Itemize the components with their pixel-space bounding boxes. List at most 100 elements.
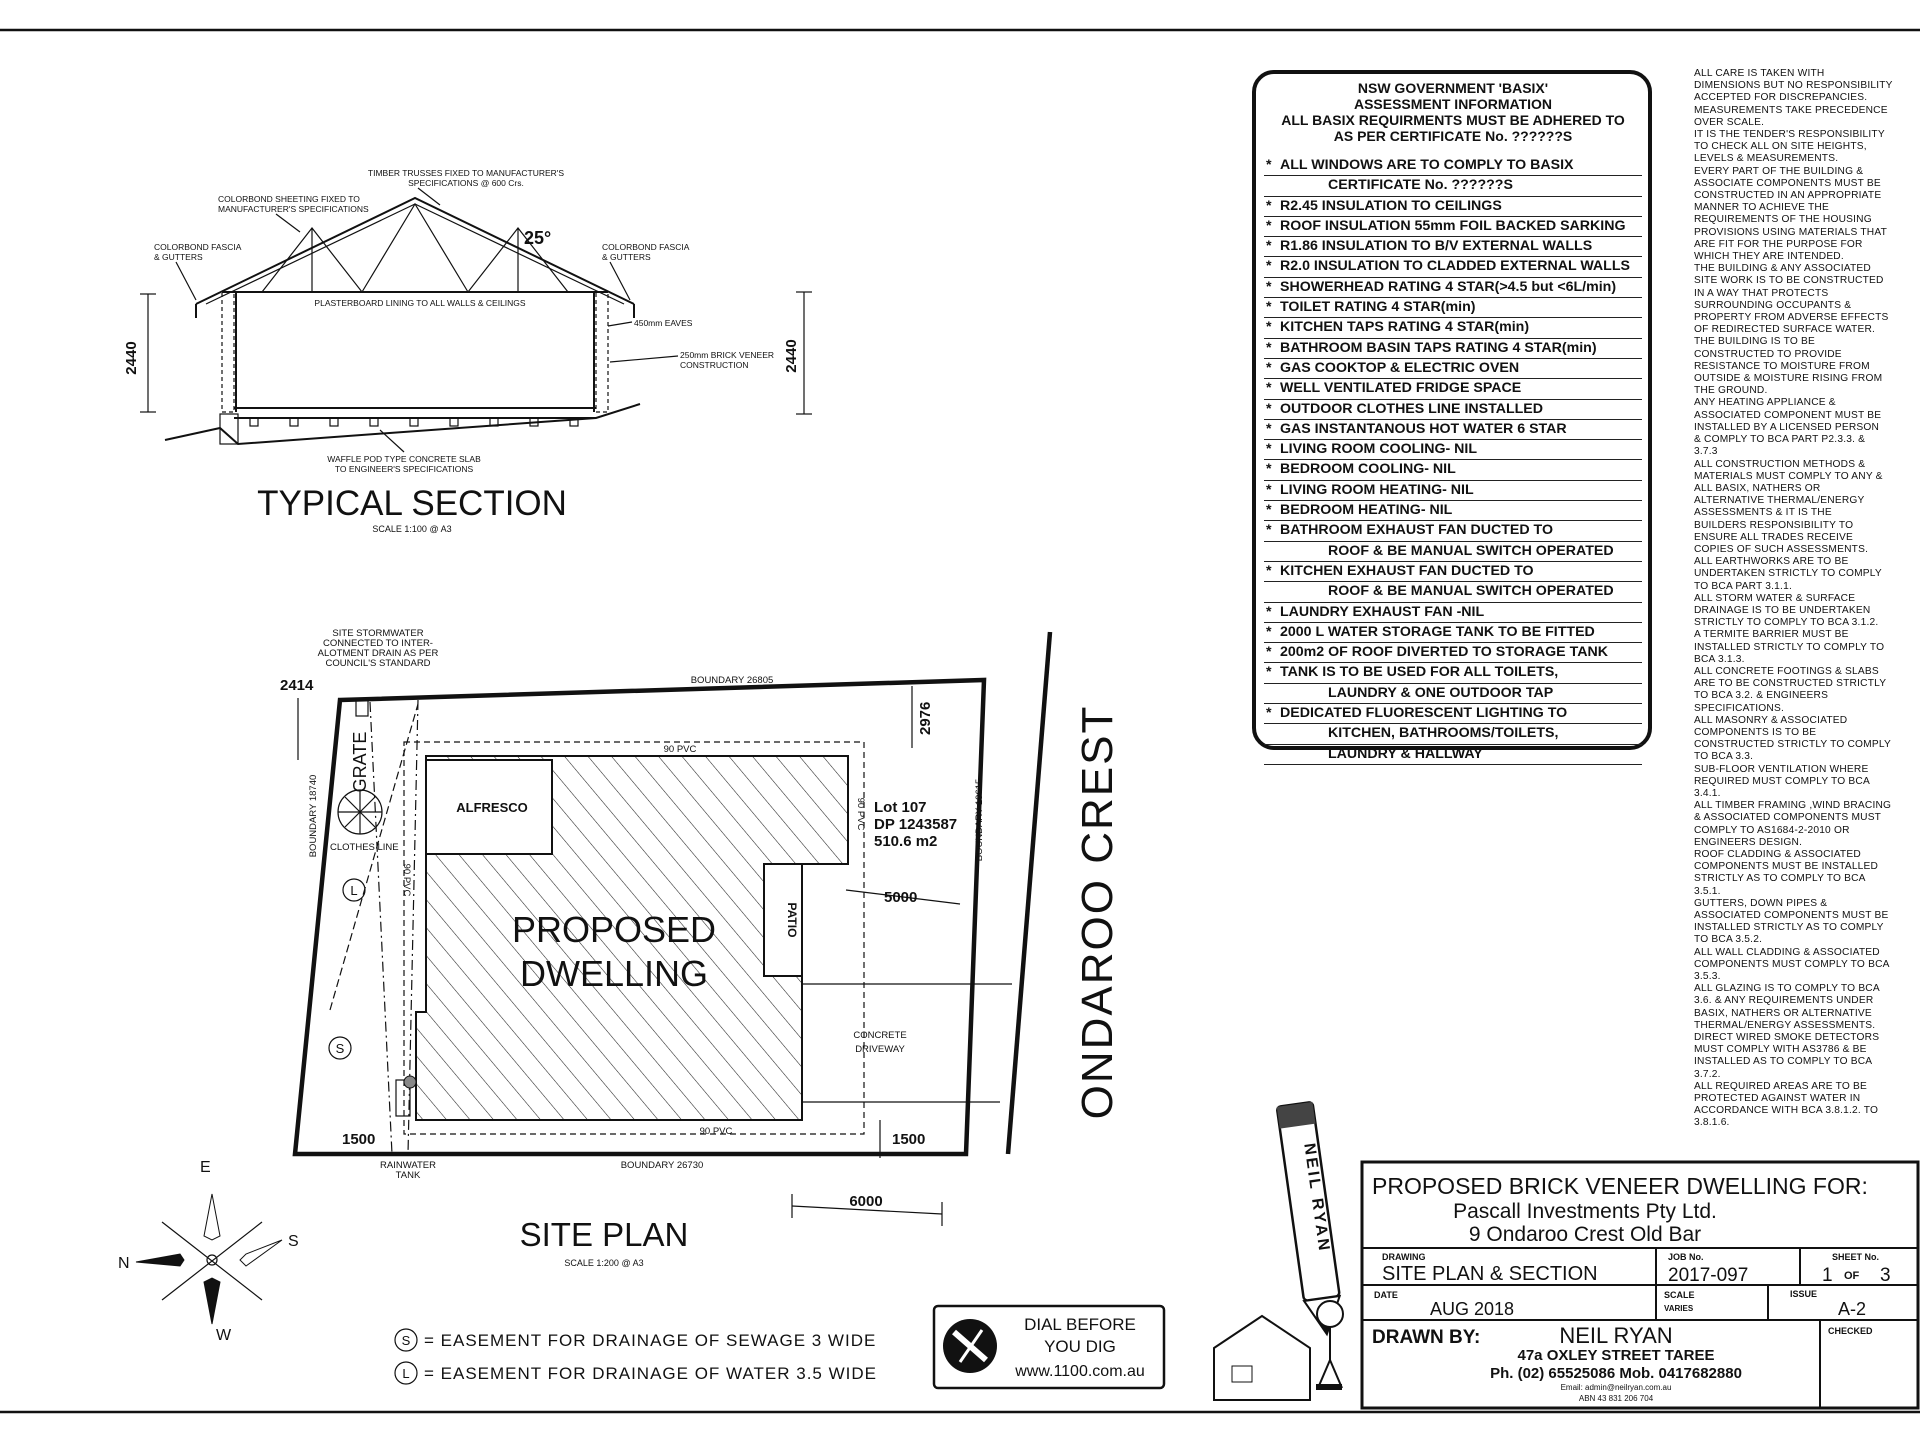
street-name: ONDAROO CREST — [1073, 705, 1122, 1120]
basix-item-text: BATHROOM BASIN TAPS RATING 4 STAR(min) — [1280, 339, 1597, 356]
svg-text:ALOTMENT DRAIN AS PER: ALOTMENT DRAIN AS PER — [318, 648, 439, 659]
dial-before-you-dig-logo: DIAL BEFORE YOU DIG www.1100.com.au — [932, 1304, 1166, 1390]
svg-text:CONNECTED TO INTER-: CONNECTED TO INTER- — [323, 638, 433, 649]
basix-bullet: * — [1266, 705, 1272, 722]
driveway-label-1: CONCRETE — [853, 1030, 906, 1041]
tb-phone: Ph. (02) 65525086 Mob. 0417682880 — [1490, 1365, 1742, 1382]
basix-item-text: 200m2 OF ROOF DIVERTED TO STORAGE TANK — [1280, 644, 1608, 661]
easement-marker-s-text: S — [336, 1041, 345, 1056]
basix-bullet: * — [1266, 339, 1272, 356]
tb-scale: VARIES — [1664, 1304, 1694, 1313]
lining-note: PLASTERBOARD LINING TO ALL WALLS & CEILI… — [314, 298, 525, 308]
basix-header-line-4: AS PER CERTIFICATE No. ??????S — [1333, 128, 1573, 144]
svg-text:TO ENGINEER'S SPECIFICATIONS: TO ENGINEER'S SPECIFICATIONS — [335, 464, 474, 474]
section-scale: SCALE 1:100 @ A3 — [372, 524, 451, 534]
basix-bullet: * — [1266, 238, 1272, 255]
basix-bullet: * — [1266, 481, 1272, 498]
boundary-bottom-label: BOUNDARY 26730 — [621, 1160, 704, 1171]
basix-item-text: OUTDOOR CLOTHES LINE INSTALLED — [1280, 400, 1543, 417]
basix-item-text: GAS INSTANTANOUS HOT WATER 6 STAR — [1280, 420, 1567, 437]
dim-6000-line — [791, 1205, 943, 1215]
site-plan-scale: SCALE 1:200 @ A3 — [564, 1258, 643, 1268]
basix-item: *TOILET RATING 4 STAR(min) — [1264, 298, 1642, 319]
basix-item-text: SHOWERHEAD RATING 4 STAR(>4.5 but <6L/mi… — [1280, 278, 1617, 295]
tb-drawn-address: 47a OXLEY STREET TAREE — [1518, 1347, 1715, 1364]
dwelling-label: DWELLING — [520, 953, 708, 994]
area-label: 510.6 m2 — [874, 833, 937, 850]
basix-bullet: * — [1266, 644, 1272, 661]
dim-6000: 6000 — [849, 1193, 882, 1210]
basix-bullet: * — [1266, 380, 1272, 397]
basix-bullet: * — [1266, 441, 1272, 458]
basix-bullet: * — [1266, 278, 1272, 295]
pvc-label-left: 90 PVC — [401, 864, 412, 897]
basix-item-text: 2000 L WATER STORAGE TANK TO BE FITTED — [1280, 623, 1595, 640]
wall-right — [595, 291, 609, 413]
basix-bullet: * — [1266, 319, 1272, 336]
tb-sheet-total: 3 — [1880, 1265, 1891, 1286]
basix-item-text: KITCHEN TAPS RATING 4 STAR(min) — [1280, 319, 1530, 336]
basix-item: * SHOWERHEAD RATING 4 STAR(>4.5 but <6L/m… — [1264, 278, 1642, 299]
basix-item-text: BEDROOM COOLING- NIL — [1280, 461, 1456, 478]
wall-left — [221, 291, 235, 413]
tb-issue-label: ISSUE — [1790, 1289, 1817, 1299]
basix-item-text: LAUNDRY & HALLWAY — [1328, 745, 1483, 762]
basix-item-text: ROOF & BE MANUAL SWITCH OPERATED — [1328, 583, 1614, 600]
basix-item: *R2.45 INSULATION TO CEILINGS — [1264, 197, 1642, 217]
basix-item: *ALL WINDOWS ARE TO COMPLY TO BASIX — [1264, 156, 1642, 177]
tb-date-label: DATE — [1374, 1290, 1398, 1300]
veneer-note: 250mm BRICK VENEER — [680, 350, 774, 360]
basix-item-text: BATHROOM EXHAUST FAN DUCTED TO — [1280, 522, 1553, 539]
svg-text:& GUTTERS: & GUTTERS — [602, 252, 651, 262]
basix-bullet: * — [1266, 197, 1272, 214]
general-notes-text: ALL CARE IS TAKEN WITH DIMENSIONS BUT NO… — [1694, 68, 1893, 1129]
basix-bullet: * — [1266, 217, 1272, 234]
pvc-label-top: 90 PVC — [664, 744, 697, 755]
basix-bullet: * — [1266, 157, 1272, 173]
basix-header-line-3: ALL BASIX REQUIRMENTS MUST BE ADHERED TO — [1281, 112, 1625, 128]
basix-item-text: KITCHEN EXHAUST FAN DUCTED TO — [1280, 562, 1534, 579]
basix-item-text: CERTIFICATE No. ??????S — [1328, 177, 1513, 194]
dial-line-2: YOU DIG — [1044, 1337, 1116, 1356]
proposed-label: PROPOSED — [512, 909, 716, 950]
basix-bullet: * — [1266, 400, 1272, 417]
easement-legend: S = EASEMENT FOR DRAINAGE OF SEWAGE 3 WI… — [394, 1328, 877, 1385]
dim-5000: 5000 — [884, 889, 917, 906]
easement-marker-l-text: L — [350, 883, 357, 898]
basix-item: *2000 L WATER STORAGE TANK TO BE FITTED — [1264, 623, 1642, 644]
legend-water: = EASEMENT FOR DRAINAGE OF WATER 3.5 WID… — [424, 1364, 877, 1383]
boundary-left-label: BOUNDARY 18740 — [308, 775, 319, 858]
tb-sheet-label: SHEET No. — [1832, 1252, 1879, 1262]
basix-item-text: R2.0 INSULATION TO CLADDED EXTERNAL WALL… — [1280, 258, 1630, 275]
legend-sewage: = EASEMENT FOR DRAINAGE OF SEWAGE 3 WIDE — [424, 1331, 876, 1350]
dim-1500-right: 1500 — [892, 1131, 925, 1148]
basix-item: *ROOF INSULATION 55mm FOIL BACKED SARKIN… — [1264, 217, 1642, 238]
eaves-note: 450mm EAVES — [634, 318, 693, 328]
basix-item: * BATHROOM BASIN TAPS RATING 4 STAR(min) — [1264, 339, 1642, 359]
tb-drawing-label: DRAWING — [1382, 1252, 1426, 1262]
svg-text:CONSTRUCTION: CONSTRUCTION — [680, 360, 748, 370]
grate-label: GRATE — [350, 732, 370, 793]
basix-bullet: * — [1266, 603, 1272, 620]
svg-text:MANUFACTURER'S SPECIFICATIONS: MANUFACTURER'S SPECIFICATIONS — [218, 204, 369, 214]
compass-north: N — [118, 1255, 130, 1272]
basix-item: *GAS INSTANTANOUS HOT WATER 6 STAR — [1264, 420, 1642, 441]
easement-marker-s — [328, 1036, 352, 1060]
basix-item: CERTIFICATE No. ??????S — [1264, 176, 1642, 197]
boundary-right-label: BOUNDARY 19615 — [974, 779, 985, 862]
basix-item: *TANK IS TO BE USED FOR ALL TOILETS, — [1264, 663, 1642, 684]
dp-label: DP 1243587 — [874, 816, 957, 833]
basix-item: *BEDROOM HEATING- NIL — [1264, 501, 1642, 522]
basix-item-text: R1.86 INSULATION TO B/V EXTERNAL WALLS — [1280, 238, 1593, 255]
basix-header: NSW GOVERNMENT 'BASIX' ASSESSMENT INFORM… — [1264, 80, 1642, 144]
basix-bullet: * — [1266, 522, 1272, 539]
basix-item: *LIVING ROOM HEATING- NIL — [1264, 481, 1642, 502]
sheeting-note: COLORBOND SHEETING FIXED TO — [218, 194, 360, 204]
basix-item-text: DEDICATED FLUORESCENT LIGHTING TO — [1280, 705, 1568, 722]
basix-bullet: * — [1266, 359, 1272, 376]
basix-item: * KITCHEN TAPS RATING 4 STAR(min) — [1264, 318, 1642, 339]
neil-ryan-logo: NEIL RYAN — [1213, 1101, 1344, 1401]
tb-sheet-of: OF — [1844, 1270, 1860, 1282]
